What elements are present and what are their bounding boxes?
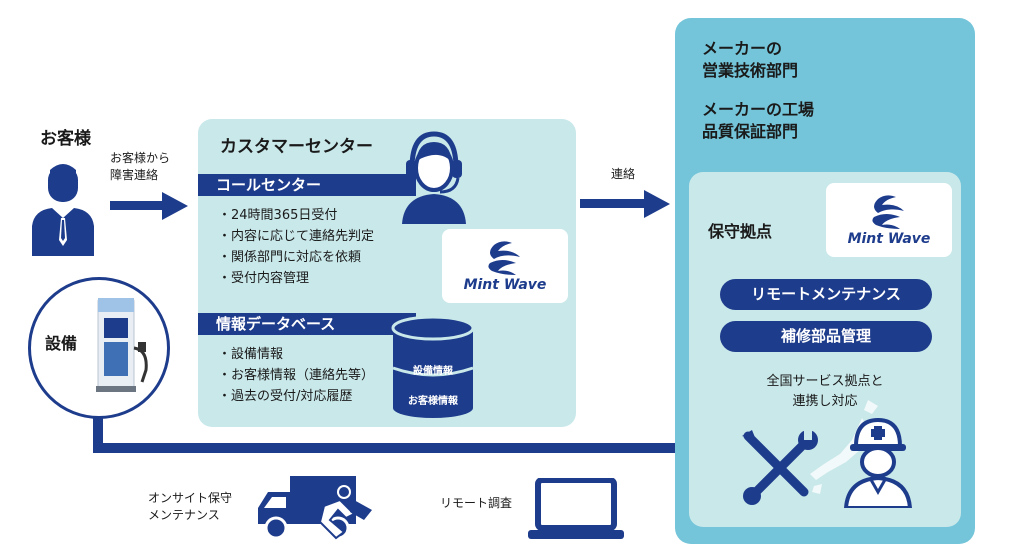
remote-maintenance-pill: リモートメンテナンス bbox=[720, 279, 932, 310]
customer-center-title: カスタマーセンター bbox=[220, 132, 373, 157]
call-center-item: ・関係部門に対応を依頼 bbox=[218, 247, 374, 268]
worker-helmet-icon bbox=[842, 414, 914, 508]
call-center-item: ・24時間365日受付 bbox=[218, 205, 374, 226]
maintenance-title: 保守拠点 bbox=[708, 218, 772, 242]
arrow-customer-to-center bbox=[110, 191, 190, 221]
service-truck-icon bbox=[254, 470, 380, 544]
maker-sales-dept: メーカーの 営業技術部門 bbox=[702, 38, 798, 82]
mintwave-logo: Mint Wave bbox=[442, 229, 568, 303]
call-center-label: コールセンター bbox=[198, 174, 416, 196]
mintwave-logo-maintenance: Mint Wave bbox=[826, 183, 952, 257]
customer-person-icon bbox=[28, 160, 98, 256]
customer-report-line1: お客様から bbox=[110, 150, 170, 167]
call-center-list: ・24時間365日受付 ・内容に応じて連絡先判定 ・関係部門に対応を依頼 ・受付… bbox=[218, 205, 374, 289]
maker-dept2-line2: 品質保証部門 bbox=[702, 121, 814, 143]
customer-title: お客様 bbox=[40, 124, 91, 149]
maker-dept1-line2: 営業技術部門 bbox=[702, 60, 798, 82]
call-center-item: ・内容に応じて連絡先判定 bbox=[218, 226, 374, 247]
mintwave-logo-text: Mint Wave bbox=[826, 231, 952, 247]
onsite-line2: メンテナンス bbox=[148, 507, 232, 524]
ev-charger-icon bbox=[94, 298, 150, 394]
maker-dept2-line1: メーカーの工場 bbox=[702, 99, 814, 121]
customer-report-text: お客様から 障害連絡 bbox=[110, 150, 170, 184]
remote-survey-label: リモート調査 bbox=[440, 495, 512, 512]
onsite-text: オンサイト保守 メンテナンス bbox=[148, 490, 232, 524]
maker-dept1-line1: メーカーの bbox=[702, 38, 798, 60]
database-list: ・設備情報 ・お客様情報（連絡先等） ・過去の受付/対応履歴 bbox=[218, 344, 374, 407]
database-item: ・過去の受付/対応履歴 bbox=[218, 386, 374, 407]
customer-report-line2: 障害連絡 bbox=[110, 167, 170, 184]
db-disk-label-customer: お客様情報 bbox=[392, 392, 474, 407]
laptop-icon bbox=[528, 478, 624, 540]
db-disk-label-equipment: 設備情報 bbox=[392, 362, 474, 377]
mintwave-logo-text: Mint Wave bbox=[442, 277, 568, 293]
maker-qa-dept: メーカーの工場 品質保証部門 bbox=[702, 99, 814, 143]
arrow-center-to-maker bbox=[580, 189, 672, 219]
database-label: 情報データベース bbox=[198, 313, 416, 335]
call-center-item: ・受付内容管理 bbox=[218, 268, 374, 289]
database-item: ・お客様情報（連絡先等） bbox=[218, 365, 374, 386]
equipment-title: 設備 bbox=[45, 330, 77, 354]
contact-label: 連絡 bbox=[611, 166, 635, 183]
onsite-line1: オンサイト保守 bbox=[148, 490, 232, 507]
spare-parts-pill: 補修部品管理 bbox=[720, 321, 932, 352]
maintenance-note-line1: 全国サービス拠点と bbox=[690, 372, 960, 392]
database-item: ・設備情報 bbox=[218, 344, 374, 365]
